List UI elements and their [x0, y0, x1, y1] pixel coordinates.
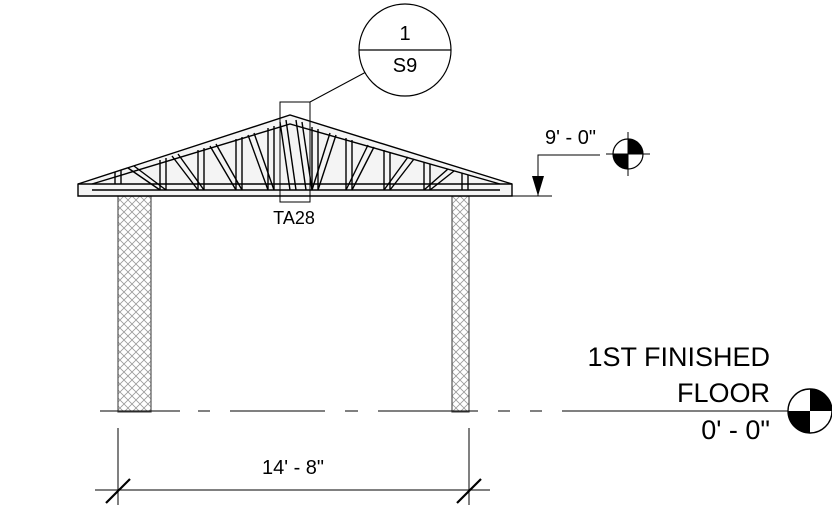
floor-level-name-line2: FLOOR: [677, 378, 770, 408]
detail-callout[interactable]: 1 S9: [279, 3, 452, 203]
truss-tag: TA28: [273, 208, 315, 228]
floor-elevation-target-icon: [787, 388, 832, 434]
floor-level-marker[interactable]: 1ST FINISHED FLOOR 0' - 0": [587, 342, 832, 445]
callout-detail-number: 1: [399, 23, 410, 45]
floor-level-value: 0' - 0": [701, 415, 770, 445]
roof-truss: [77, 114, 513, 197]
span-dimension: [95, 428, 490, 505]
span-dimension-value: 14' - 8": [262, 457, 324, 479]
truss-webs: [114, 119, 469, 191]
callout-sheet-number: S9: [393, 55, 417, 77]
floor-level-name-line1: 1ST FINISHED: [587, 342, 770, 372]
left-column: [117, 195, 152, 413]
top-elevation-marker[interactable]: 9' - 0": [512, 127, 650, 197]
right-column: [451, 195, 470, 413]
top-elevation-value: 9' - 0": [545, 127, 596, 149]
elevation-target-icon: [606, 132, 650, 176]
